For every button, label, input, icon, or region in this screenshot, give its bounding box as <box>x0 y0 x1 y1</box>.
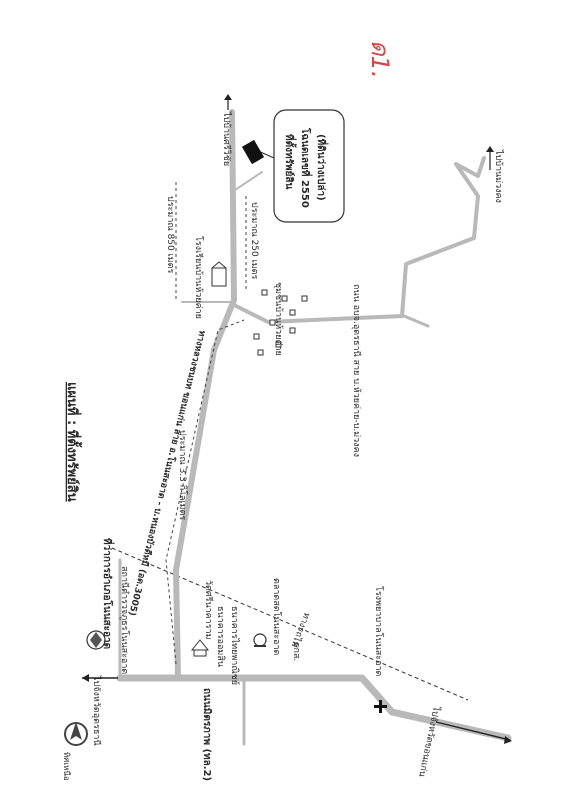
bank2-label: ธนาคารไทยพาณิชย์ <box>229 606 241 685</box>
north-label: ทิศเหนือ <box>62 752 71 781</box>
distance-3-3km-line <box>165 319 245 665</box>
hospital-label: โรงพยาบาลโนนสะอาด <box>373 586 384 677</box>
railway-line <box>111 547 469 701</box>
main-highway-label: ถนนมิตรภาพ (ทล.2) <box>201 688 213 781</box>
arrow-to-khonkaen-icon <box>435 721 512 744</box>
direction-to-sriwichai: ไปบ้านศรีวิชัย <box>221 111 232 166</box>
hospital-cross-icon <box>374 700 387 713</box>
map-title: แผนที่ : ที่ตั้งทรัพย์สิน <box>64 382 83 502</box>
arrow-to-udon-icon <box>82 674 118 682</box>
sub-road <box>234 156 486 324</box>
market-icon <box>253 633 267 647</box>
school-icon <box>211 261 227 287</box>
distance-3-3km: ประมาณ 3.3 กิโลเมตร <box>177 430 188 520</box>
arrow-to-sriwichai-icon <box>224 94 232 110</box>
temple-label: วัดศรีนาคาราม <box>203 580 214 640</box>
seal-icon <box>86 630 106 650</box>
sub-road-label: ถนน อบจ.อุดรธานี สาย บ.ห้วยค่าย-บ.ม่วงคง <box>351 284 362 457</box>
bank1-label: ธนาคารออมสิน <box>215 606 226 667</box>
property-callout: ที่ตั้งทรัพย์สิน โฉนดเลขที่ 2550 (ที่ดิน… <box>255 109 345 223</box>
distance-850m: ประมาณ 850 เมตร <box>165 196 175 273</box>
local-road <box>173 109 237 681</box>
temple-icon <box>190 639 210 657</box>
property-land-type: (ที่ดินว่างเปล่า) <box>315 134 329 201</box>
property-title: ที่ตั้งทรัพย์สิน <box>283 134 297 189</box>
district-office-label: ที่ว่าการอำเภอโนนสะอาด <box>101 538 115 649</box>
page-mark: ด1. <box>366 40 394 78</box>
distance-250m: ประมาณ 250 เมตร <box>249 202 259 279</box>
sub-road-branch <box>402 314 430 328</box>
north-arrow-icon <box>64 722 88 746</box>
community-label: ชุมชนบ้านห้วยค่าย <box>273 282 284 356</box>
main-highway <box>116 674 512 742</box>
police-station-label: สถานีตำรวจภูธรโนนสะอาด <box>119 566 130 674</box>
community-houses <box>253 289 308 356</box>
baac-label: ธกส. <box>291 642 301 661</box>
road-to-property <box>231 171 263 193</box>
property-deed-number: โฉนดเลขที่ 2550 <box>299 127 313 208</box>
market-label: ตลาดสดโนนสะอาด <box>271 578 282 656</box>
direction-to-udon: ไปจังหวัดอุดรธานี <box>91 675 102 746</box>
property-marker <box>241 139 265 165</box>
direction-to-muangkhong: ไปบ้านม่วงคง <box>493 149 504 203</box>
school-label: โรงเรียนบ้านห้วยค่าย <box>193 236 204 319</box>
arrow-to-muangkhong-icon <box>486 146 494 170</box>
